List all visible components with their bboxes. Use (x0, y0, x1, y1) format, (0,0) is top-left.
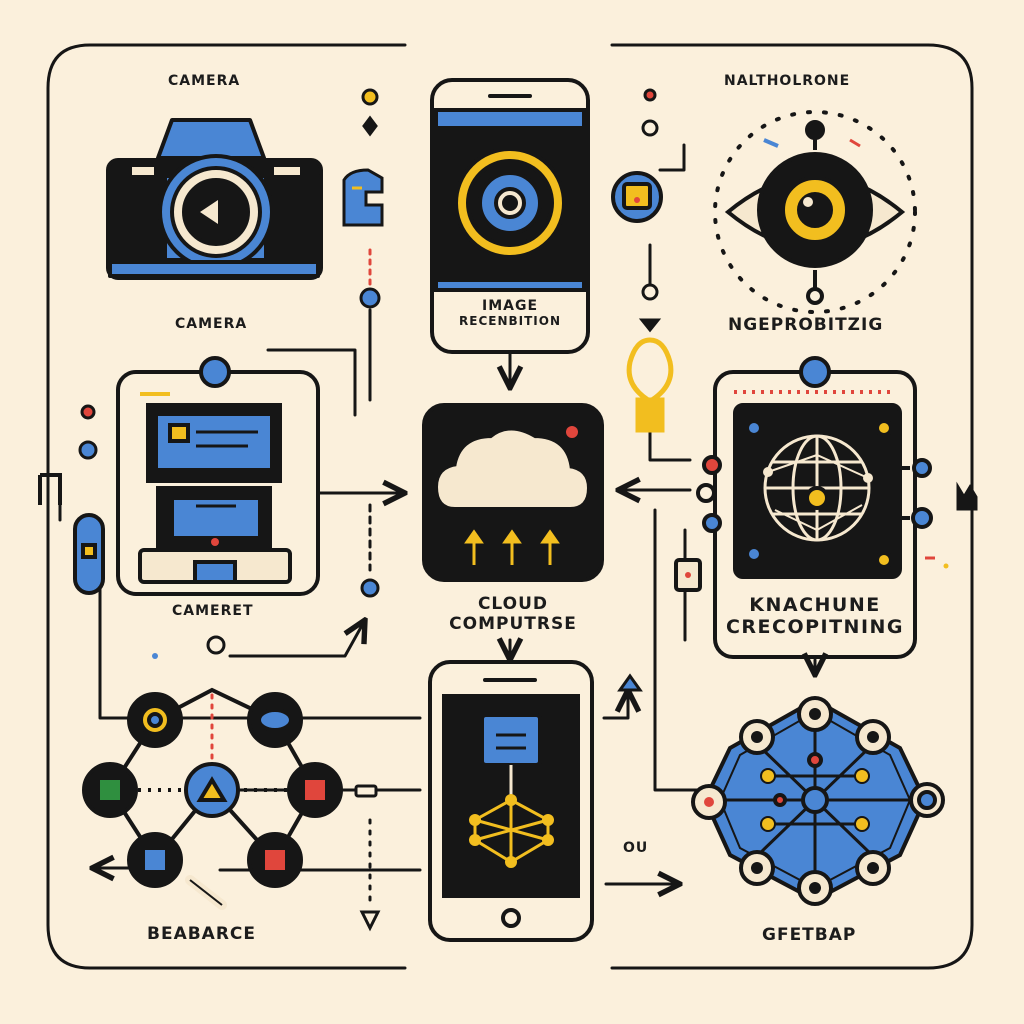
hexagon-network-icon (693, 698, 943, 904)
label-beabarce: BEABARCE (147, 924, 256, 944)
label-machine-line1: KNACHUNE (715, 594, 915, 616)
label-camera-top: CAMERA (168, 73, 240, 89)
label-cloud-computing: CLOUD COMPUTRSE (424, 594, 602, 634)
label-machine-learning: KNACHUNE CRECOPITNING (715, 594, 915, 638)
label-machine-line2: CRECOPITNING (715, 616, 915, 638)
phone-network-icon (430, 662, 592, 940)
label-image-recognition: IMAGE RECENBITION (440, 298, 580, 328)
label-camera-mid: CAMERA (175, 316, 247, 332)
node-network-icon (84, 690, 341, 905)
pin-node (613, 173, 661, 221)
cloud-upload-icon (424, 405, 602, 580)
label-gfetbap: GFETBAP (762, 925, 856, 945)
tag-icon (344, 170, 382, 225)
camera-icon (108, 120, 321, 278)
label-ou: OU (623, 840, 648, 856)
label-cloud-line1: CLOUD (424, 594, 602, 614)
lightbulb-icon (629, 340, 671, 430)
label-image-recognition-line2: RECENBITION (440, 314, 580, 328)
eye-icon (715, 112, 915, 312)
label-cloud-line2: COMPUTRSE (424, 614, 602, 634)
label-image-recognition-line1: IMAGE (440, 298, 580, 314)
label-cameret: CAMERET (172, 603, 254, 619)
label-ngepro: NGEPROBITZIG (728, 315, 883, 335)
desktop-computer-icon (118, 358, 318, 594)
label-nalthol: NALTHOLRONE (724, 73, 850, 89)
